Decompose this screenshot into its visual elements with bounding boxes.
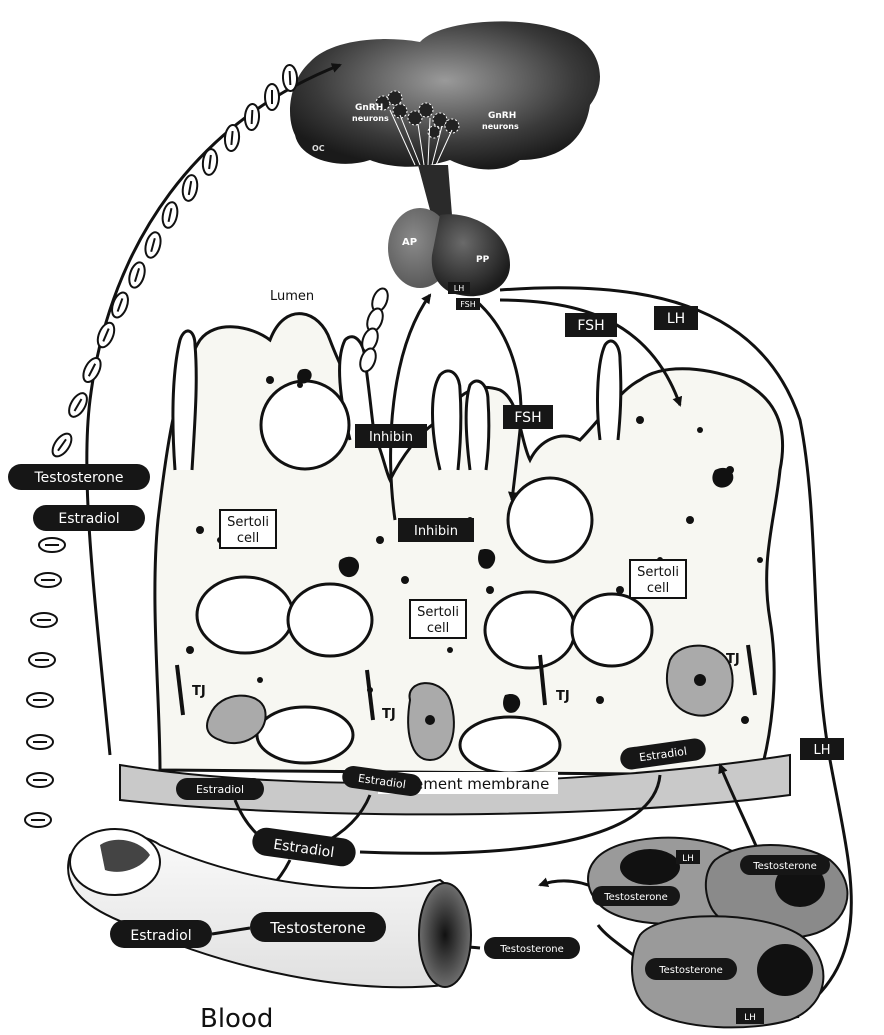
sertoli-3-line2: cell — [647, 581, 669, 596]
lumen-label: Lumen — [270, 289, 314, 304]
tj-label-2: TJ — [382, 707, 396, 722]
nucleolus — [694, 674, 706, 686]
blood-label: Blood — [200, 1004, 273, 1034]
inhibition-oval-bar — [252, 110, 253, 124]
inhibin-2-text: Inhibin — [414, 524, 458, 539]
fsh-top-text: FSH — [577, 318, 604, 334]
cell-process-3 — [433, 371, 461, 470]
testosterone-left-pill: Testosterone — [8, 464, 150, 490]
pit-lh-text: LH — [454, 284, 464, 293]
leydig-nucleus — [757, 944, 813, 996]
sertoli-label-2: Sertoli cell — [410, 600, 466, 638]
sertoli-1-line2: cell — [237, 531, 259, 546]
tj-label-1: TJ — [192, 684, 206, 699]
gnrh-left-label: GnRH — [355, 103, 383, 113]
leydig-lh-pill-1: LH — [676, 850, 700, 864]
germ-cell — [485, 592, 575, 668]
inhibin-1-text: Inhibin — [369, 430, 413, 445]
pituitary: AP PP — [388, 165, 510, 296]
fsh-top-pill: FSH — [565, 313, 617, 337]
cell-process-1 — [173, 331, 196, 470]
germ-cell — [197, 577, 293, 653]
leydig-lh-1-text: LH — [682, 854, 694, 864]
sertoli-1-line1: Sertoli — [227, 515, 269, 530]
ap-label: AP — [402, 237, 417, 248]
lh-top-text: LH — [667, 311, 685, 327]
hypothalamus-shape — [290, 21, 600, 169]
inhibition-oval-bar — [231, 131, 232, 145]
leydig-lh-2-text: LH — [744, 1013, 756, 1023]
oc-label: OC — [312, 144, 325, 153]
blood-estradiol-text: Estradiol — [130, 928, 191, 944]
pp-label: PP — [476, 255, 490, 265]
germ-cell — [261, 381, 349, 469]
germ-cell — [257, 707, 353, 763]
lh-right-pill: LH — [800, 738, 844, 760]
lh-top-pill: LH — [654, 306, 698, 330]
hypothalamus: GnRH neurons GnRH neurons OC — [290, 21, 600, 169]
gnrh-left-sub-label: neurons — [352, 114, 389, 123]
fsh-mid-pill: FSH — [503, 405, 553, 429]
tj-label-3: TJ — [556, 689, 570, 704]
germ-cell — [460, 717, 560, 773]
cell-process-5 — [598, 341, 621, 440]
leydig-testo-pill-3: Testosterone — [645, 958, 737, 980]
tj-label-4: TJ — [726, 652, 740, 667]
cell-process-4 — [466, 381, 489, 470]
nucleolus — [425, 715, 435, 725]
inhibin-pill-2: Inhibin — [398, 518, 474, 542]
leydig-testo-2-text: Testosterone — [603, 892, 668, 903]
blood-testosterone-pill: Testosterone — [250, 912, 386, 942]
inhibition-oval-bar — [290, 71, 291, 85]
sertoli-2-line1: Sertoli — [417, 605, 459, 620]
blood-estradiol-pill: Estradiol — [110, 920, 212, 948]
sertoli-label-3: Sertoli cell — [630, 560, 686, 598]
inhibin-ovals — [357, 286, 390, 373]
inhibin-pill-1: Inhibin — [355, 424, 427, 448]
pit-lh-pill: LH — [448, 282, 470, 294]
pit-fsh-pill: FSH — [456, 298, 480, 310]
leydig-testo-1-text: Testosterone — [752, 861, 817, 872]
posterior-pituitary — [432, 214, 510, 296]
germ-cell — [572, 594, 652, 666]
pit-fsh-text: FSH — [460, 300, 476, 309]
leydig-testo-pill-1: Testosterone — [740, 855, 830, 875]
lh-right-text: LH — [813, 743, 830, 758]
estradiol-bm-1-text: Estradiol — [196, 783, 244, 796]
gnrh-right-sub-label: neurons — [482, 122, 519, 131]
germ-cell — [508, 478, 592, 562]
testosterone-left-text: Testosterone — [33, 470, 123, 486]
estradiol-bm-pill-1: Estradiol — [176, 778, 264, 800]
sertoli-2-line2: cell — [427, 621, 449, 636]
sertoli-label-1: Sertoli cell — [220, 510, 276, 548]
testo-blood-arrow-text: Testosterone — [499, 944, 564, 955]
germ-cell — [288, 584, 372, 656]
leydig-nucleus — [620, 849, 680, 885]
blood-testosterone-text: Testosterone — [269, 919, 365, 937]
testo-blood-arrow-pill: Testosterone — [484, 937, 580, 959]
vessel-right-opening — [419, 883, 471, 987]
fsh-mid-text: FSH — [514, 410, 541, 426]
sertoli-3-line1: Sertoli — [637, 565, 679, 580]
estradiol-left-text: Estradiol — [58, 511, 119, 527]
leydig-lh-pill-2: LH — [736, 1008, 764, 1024]
leydig-testo-3-text: Testosterone — [658, 965, 723, 976]
estradiol-left-pill: Estradiol — [33, 505, 145, 531]
gnrh-right-label: GnRH — [488, 111, 516, 121]
leydig-testo-pill-2: Testosterone — [592, 886, 680, 906]
